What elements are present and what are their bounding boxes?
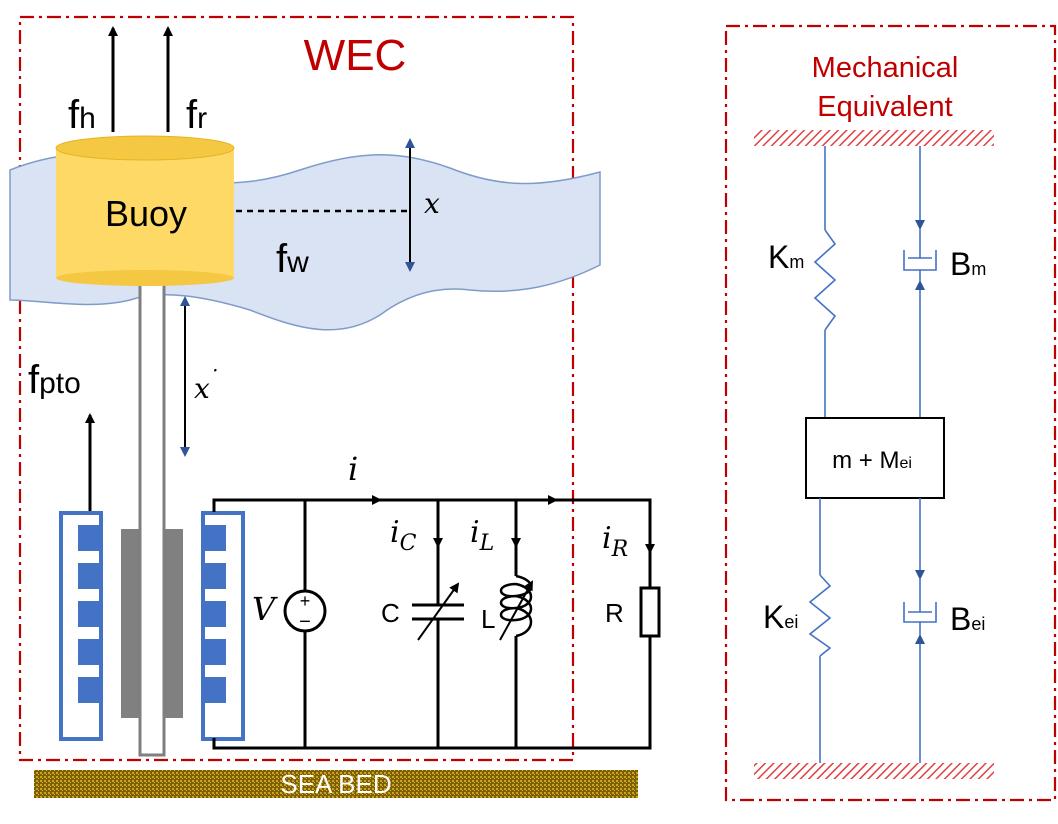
- sea-bed-label: SEA BED: [280, 769, 391, 799]
- force-fpto-label: fpto: [28, 358, 81, 402]
- force-fw-label: fw: [276, 237, 309, 281]
- plus-sign: +: [300, 591, 311, 611]
- source-label: V: [252, 590, 278, 628]
- mechanical-title-line1: Mechanical: [812, 52, 959, 84]
- translator-left: [59, 511, 103, 741]
- stator-left: [121, 529, 139, 718]
- wec-frame: [18, 15, 575, 762]
- buoy-body: [56, 148, 234, 278]
- magnet: [203, 677, 226, 703]
- mechanical-title-line2: Equivalent: [817, 91, 952, 123]
- ic-label: iC: [390, 515, 417, 556]
- wec-title: WEC: [304, 31, 407, 80]
- capacitor-variable-arrow: [417, 582, 460, 641]
- mass-block: [805, 417, 945, 499]
- ground-bottom: [754, 763, 994, 779]
- magnet: [203, 639, 226, 665]
- capacitor-label: C: [381, 598, 400, 628]
- equivalent-circuit: i + − V C iC L iL R iR: [212, 450, 661, 750]
- buoy: Buoy: [55, 135, 235, 286]
- minus-sign: −: [299, 611, 311, 633]
- buoy-top: [55, 135, 235, 161]
- magnet: [78, 639, 101, 665]
- ir-label: iR: [602, 521, 628, 562]
- velocity-label: x˙: [194, 367, 219, 405]
- spring-km: [813, 146, 837, 418]
- buoy-label: Buoy: [105, 193, 187, 234]
- il-label: iL: [470, 515, 494, 556]
- mechanical-frame: [724, 24, 1057, 802]
- inductor-coil: [499, 574, 533, 638]
- inductor-variable-arrow: [499, 580, 533, 641]
- sea-bed: [34, 770, 638, 798]
- magnet: [78, 677, 101, 703]
- resistor: [639, 586, 661, 638]
- circuit-top-rail: [212, 498, 652, 545]
- ground-top: [754, 130, 994, 146]
- magnet: [78, 563, 101, 589]
- buoy-shaft: [138, 278, 166, 757]
- damper-bei: [903, 498, 937, 763]
- bm-label: Bm: [950, 246, 986, 282]
- magnet: [203, 601, 226, 627]
- current-i-label: i: [348, 450, 358, 488]
- magnet: [203, 563, 226, 589]
- bei-label: Bei: [950, 601, 985, 637]
- mass-label: m + Mei: [832, 447, 912, 474]
- spring-kei: [808, 498, 832, 763]
- magnet: [78, 601, 101, 627]
- circuit-bottom-rail: [212, 636, 652, 750]
- kei-label: Kei: [763, 599, 798, 635]
- magnet: [203, 525, 226, 551]
- translator-right: [201, 511, 245, 741]
- stator-right: [165, 529, 183, 718]
- force-fh-label: fh: [68, 93, 96, 137]
- km-label: Km: [768, 239, 804, 275]
- buoy-bottom: [56, 270, 234, 286]
- force-fr-label: fr: [186, 93, 207, 137]
- inductor-label: L: [481, 604, 495, 634]
- displacement-label: x: [424, 187, 440, 220]
- magnet: [78, 525, 101, 551]
- damper-bm: [903, 146, 937, 418]
- resistor-label: R: [605, 598, 624, 628]
